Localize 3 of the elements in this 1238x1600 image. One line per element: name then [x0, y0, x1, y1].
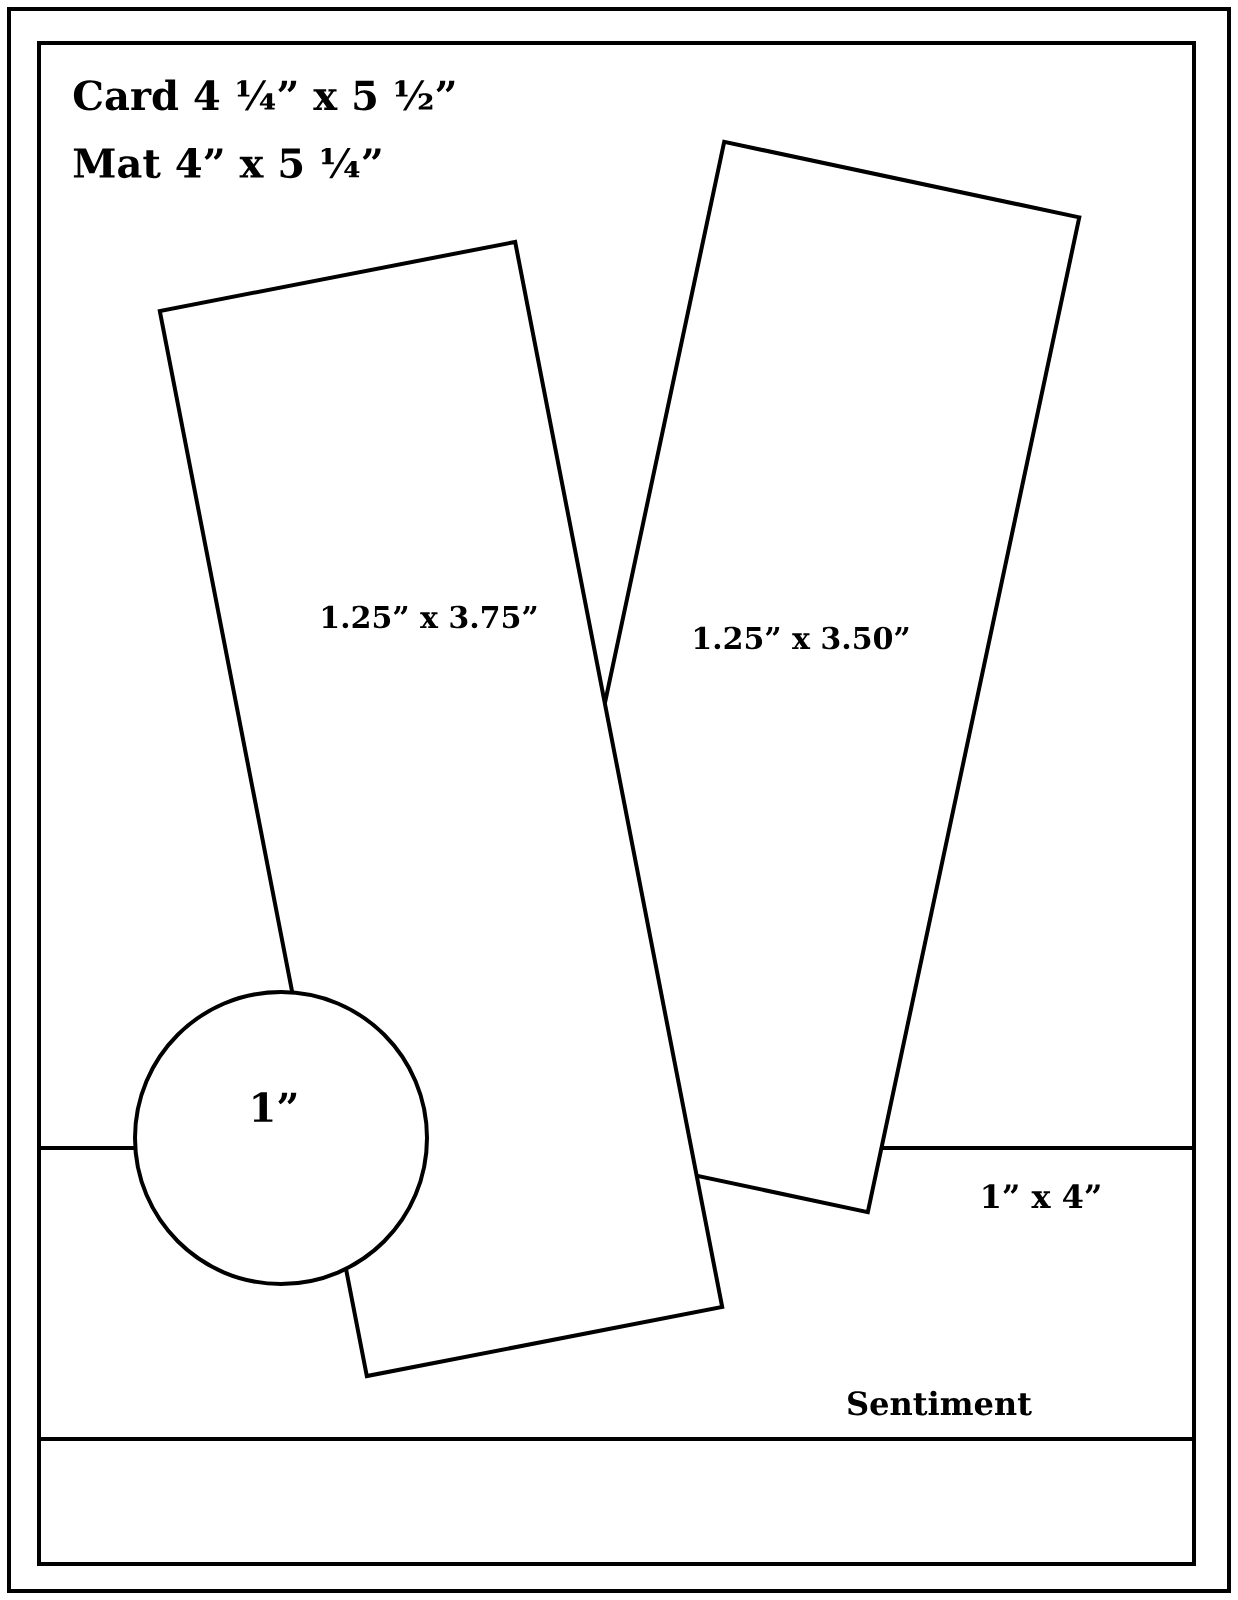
size-note: Card 4 ¼” x 5 ½”: [73, 79, 455, 111]
circle-panel: 1”: [133, 990, 429, 1286]
size-note: Mat 4” x 5 ¼”: [73, 147, 381, 179]
